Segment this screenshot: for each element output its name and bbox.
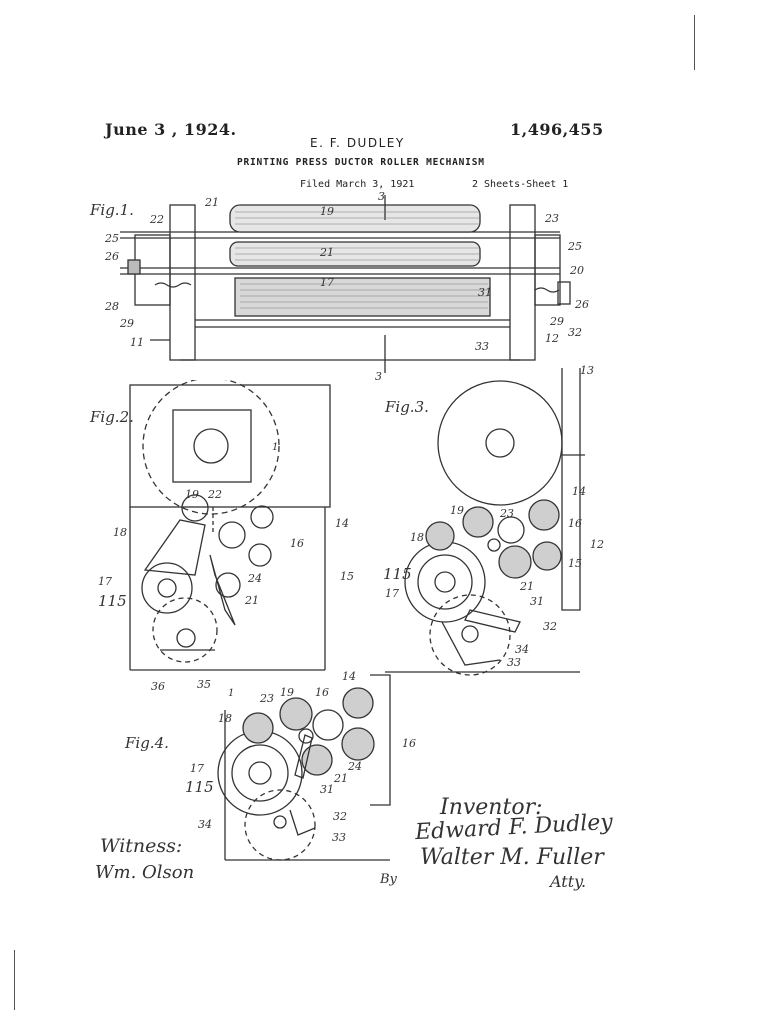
ref-numeral: 31 xyxy=(530,595,544,608)
ref-numeral: 17 xyxy=(320,276,334,289)
ref-numeral: 3 xyxy=(378,190,385,203)
ref-numeral: 34 xyxy=(198,818,212,831)
figure-2-label: Fig.2. xyxy=(89,408,134,426)
ref-numeral: 33 xyxy=(475,340,489,353)
ref-numeral: 19 xyxy=(185,488,199,501)
patent-title: PRINTING PRESS DUCTOR ROLLER MECHANISM xyxy=(237,157,485,168)
ref-numeral: 26 xyxy=(574,298,589,311)
figure-1-label: Fig.1. xyxy=(89,201,134,219)
ref-numeral: 18 xyxy=(218,712,232,725)
ref-numeral: 21 xyxy=(319,246,334,259)
ref-numeral: 12 xyxy=(590,538,604,551)
ref-numeral: 16 xyxy=(568,517,582,530)
ref-numeral: 32 xyxy=(333,810,347,823)
ref-numeral: 17 xyxy=(385,587,399,600)
attorney-suffix: Atty. xyxy=(550,872,587,891)
ref-numeral: 24 xyxy=(247,572,262,585)
ref-numeral: 34 xyxy=(515,643,529,656)
ref-numeral: 115 xyxy=(383,565,412,583)
ref-numeral: 16 xyxy=(290,537,304,550)
ref-numeral: 32 xyxy=(543,620,557,633)
ref-numeral: 11 xyxy=(130,336,144,349)
ref-numeral: 21 xyxy=(204,196,219,209)
ref-numeral: 28 xyxy=(104,300,119,313)
scan-edge-mark xyxy=(14,950,15,1010)
filed-date: Filed March 3, 1921 xyxy=(300,179,415,190)
ref-numeral: 23 xyxy=(259,692,274,705)
figure-4-drawing: Fig.4. 14 23 19 16 18 16 17 21 24 115 31… xyxy=(124,670,416,861)
ref-numeral: 15 xyxy=(340,570,354,583)
ref-numeral: 20 xyxy=(569,264,584,277)
ref-numeral: 19 xyxy=(320,205,334,218)
sheet-count: 2 Sheets-Sheet 1 xyxy=(472,179,569,190)
ref-numeral: 14 xyxy=(572,485,586,498)
ref-numeral: 21 xyxy=(333,772,348,785)
inventor-label: Inventor: xyxy=(440,795,543,820)
ref-numeral: 19 xyxy=(280,686,294,699)
witness-signature: Wm. Olson xyxy=(95,862,195,883)
figure-1-drawing: Fig.1. 21 19 3 22 23 25 25 26 21 20 17 3… xyxy=(89,190,589,383)
ref-numeral: 1 xyxy=(272,442,278,453)
ref-numeral: 16 xyxy=(402,737,416,750)
patent-date: June 3 , 1924. xyxy=(105,120,237,139)
ref-numeral: 29 xyxy=(549,315,564,328)
ref-numeral: 36 xyxy=(151,680,165,693)
ref-numeral: 21 xyxy=(519,580,534,593)
ref-numeral: 31 xyxy=(478,286,492,299)
ref-numeral: 16 xyxy=(315,686,329,699)
ref-numeral: 22 xyxy=(149,213,164,226)
ref-numeral: 14 xyxy=(335,517,349,530)
ref-numeral: 33 xyxy=(507,656,521,669)
figure-3-drawing: Fig.3. 13 14 19 23 16 18 12 15 115 17 21… xyxy=(383,364,604,676)
scan-edge-mark xyxy=(694,15,695,70)
ref-numeral: 3 xyxy=(375,370,382,383)
ref-numeral: 115 xyxy=(98,592,127,610)
ref-numeral: 21 xyxy=(244,594,259,607)
ref-numeral: 23 xyxy=(499,507,514,520)
ref-numeral: 32 xyxy=(568,326,582,339)
ref-numeral: 26 xyxy=(104,250,119,263)
ref-numeral: 25 xyxy=(104,232,119,245)
ref-numeral: 1 xyxy=(228,688,234,699)
figure-2-drawing: Fig.2. 1 19 22 14 18 16 17 24 15 115 21 … xyxy=(89,380,354,699)
ref-numeral: 24 xyxy=(347,760,362,773)
patent-number: 1,496,455 xyxy=(510,120,604,139)
ref-numeral: 12 xyxy=(545,332,559,345)
ref-numeral: 23 xyxy=(544,212,559,225)
ref-numeral: 33 xyxy=(332,831,346,844)
witness-label: Witness: xyxy=(100,835,183,857)
figure-4-label: Fig.4. xyxy=(124,734,169,752)
ref-numeral: 29 xyxy=(119,317,134,330)
ref-numeral: 19 xyxy=(450,504,464,517)
ref-numeral: 13 xyxy=(580,364,594,377)
ref-numeral: 17 xyxy=(98,575,112,588)
ref-numeral: 17 xyxy=(190,762,204,775)
ref-numeral: 115 xyxy=(185,778,214,796)
inventor-header: E. F. DUDLEY xyxy=(310,136,405,150)
ref-numeral: 22 xyxy=(207,488,222,501)
attorney-signature: Walter M. Fuller xyxy=(420,845,604,870)
figure-3-label: Fig.3. xyxy=(384,398,429,416)
by-label: By xyxy=(380,872,397,887)
ref-numeral: 18 xyxy=(113,526,127,539)
ref-numeral: 15 xyxy=(568,557,582,570)
ref-numeral: 35 xyxy=(197,678,211,691)
ref-numeral: 18 xyxy=(410,531,424,544)
ref-numeral: 25 xyxy=(567,240,582,253)
ref-numeral: 31 xyxy=(320,783,334,796)
ref-numeral: 14 xyxy=(342,670,356,683)
